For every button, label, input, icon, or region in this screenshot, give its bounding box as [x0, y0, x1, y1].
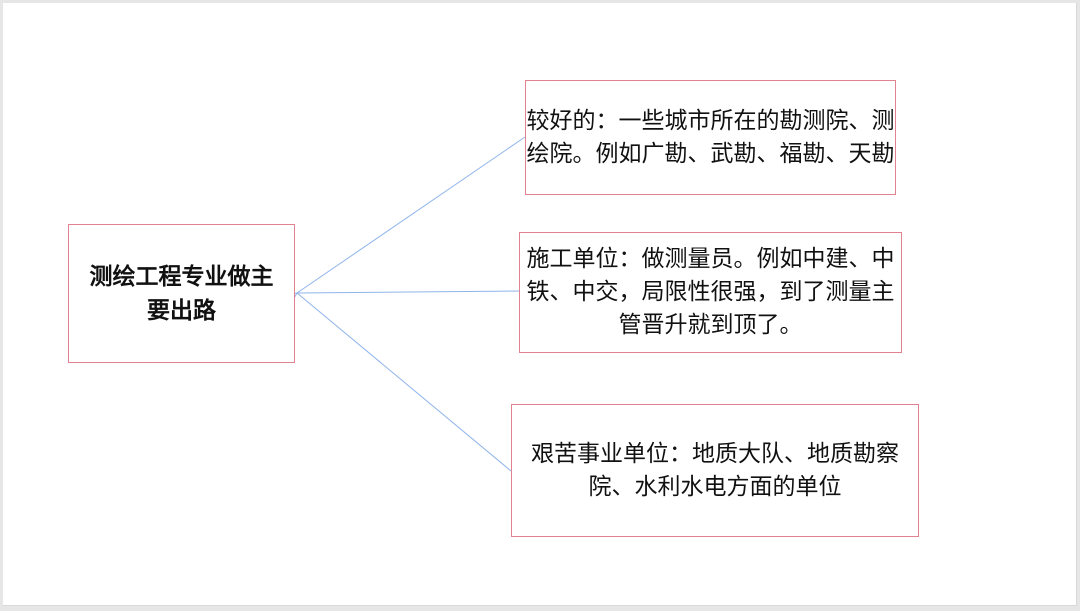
connector-branch-3 [296, 292, 512, 472]
root-node[interactable]: 测绘工程专业做主要出路 [68, 224, 295, 363]
branch-node-label: 艰苦事业单位：地质大队、地质勘察院、水利水电方面的单位 [531, 440, 899, 500]
branch-node-label: 施工单位：做测量员。例如中建、中铁、中交，局限性很强，到了测量主管晋升就到顶了。 [526, 246, 895, 338]
branch-node-construction-units[interactable]: 施工单位：做测量员。例如中建、中铁、中交，局限性很强，到了测量主管晋升就到顶了。 [519, 232, 902, 353]
branch-node-hardship-public-units[interactable]: 艰苦事业单位：地质大队、地质勘察院、水利水电方面的单位 [511, 404, 919, 537]
connector-branch-2 [296, 290, 520, 294]
branch-node-good-institutes[interactable]: 较好的：一些城市所在的勘测院、测绘院。例如广勘、武勘、福勘、天勘 [525, 80, 896, 195]
branch-node-label: 较好的：一些城市所在的勘测院、测绘院。例如广勘、武勘、福勘、天勘 [526, 107, 895, 167]
root-node-label: 测绘工程专业做主要出路 [89, 263, 274, 324]
connector-branch-1 [297, 136, 526, 293]
